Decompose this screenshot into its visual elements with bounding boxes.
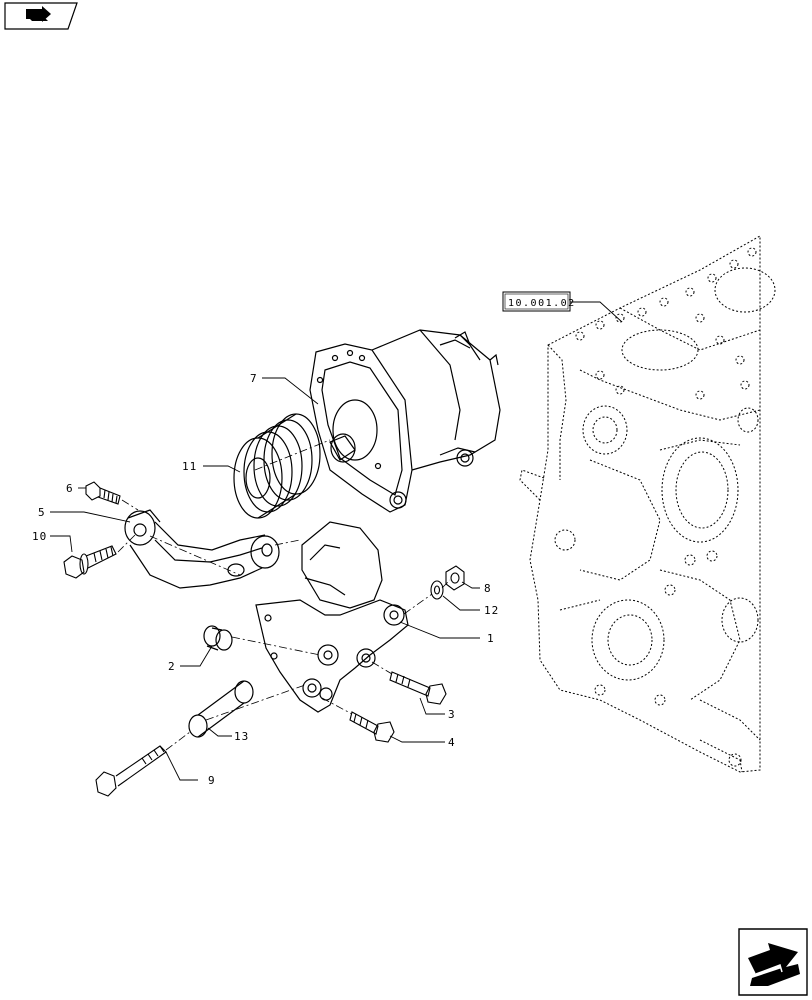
callout-10: 10 [32,530,47,543]
engine-block [519,235,776,773]
reference-label: 10.001.02 [508,298,576,309]
spacer-long [188,680,254,738]
leader-lines [50,301,623,781]
back-arrow-icon [4,2,78,30]
nut-8 [445,565,465,591]
callout-8: 8 [484,582,492,595]
bolt-3 [389,671,447,705]
callout-2: 2 [168,660,176,673]
previous-page-button[interactable] [4,2,78,30]
assembly-axes [117,439,451,751]
callout-5: 5 [38,506,46,519]
callout-13: 13 [234,730,249,743]
washer-12 [430,580,444,600]
callout-12: 12 [484,604,499,617]
callout-6: 6 [66,482,74,495]
bolt-9 [95,745,167,797]
bolt-6 [85,481,121,505]
pulley [233,413,321,519]
bolt-4 [349,711,395,743]
callout-9: 9 [208,774,216,787]
reference-link[interactable]: 10.001.02 [502,291,576,312]
callout-11: 11 [182,460,197,473]
callout-7: 7 [250,372,258,385]
bolt-10 [63,545,117,579]
mounting-bracket [255,521,409,713]
callout-3: 3 [448,708,456,721]
callout-4: 4 [448,736,456,749]
callout-1: 1 [487,632,495,645]
alternator [309,329,501,513]
spacer-short [203,625,233,651]
next-page-button[interactable] [738,928,808,996]
adjusting-arm [124,509,280,589]
next-page-arrow-icon [738,928,808,996]
